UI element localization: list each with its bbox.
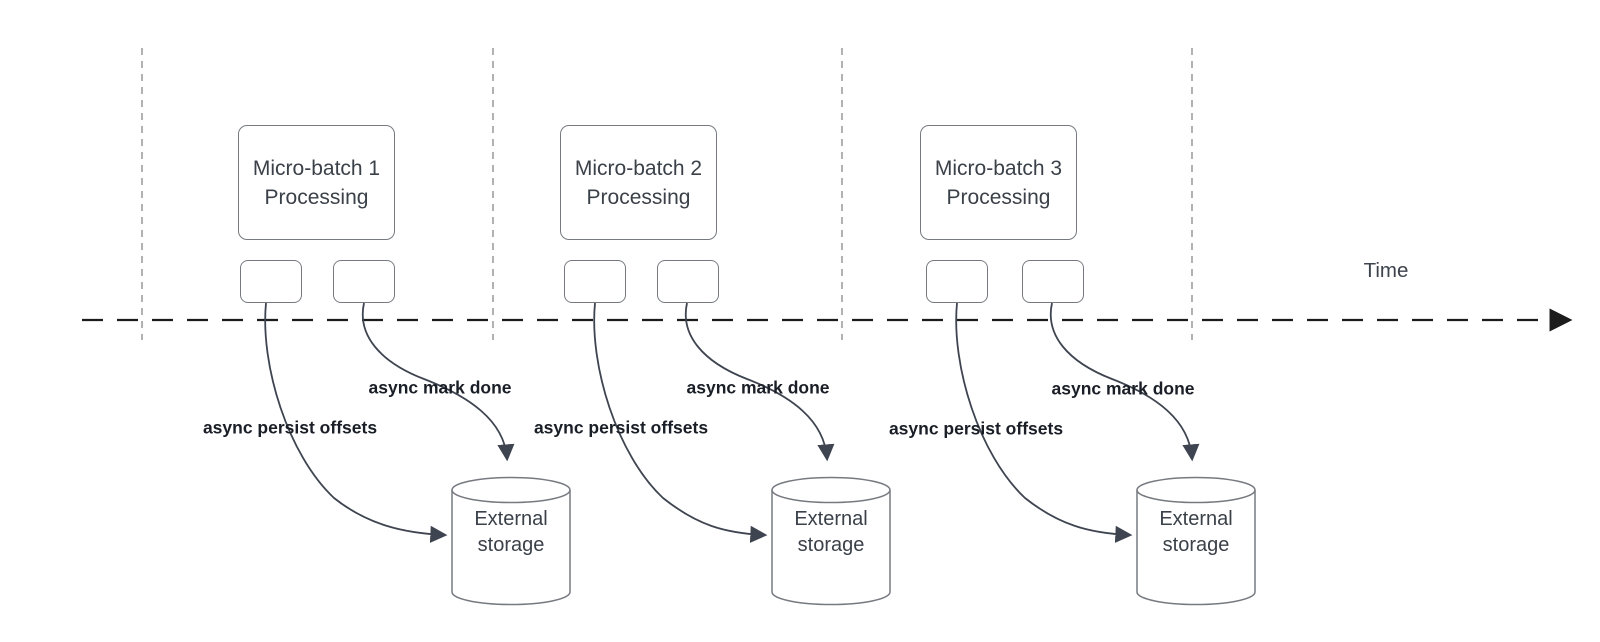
mark-done-arrow-2 xyxy=(684,302,835,462)
mark-done-label-1: async mark done xyxy=(368,377,512,398)
external-storage-cylinder-3 xyxy=(1136,476,1256,606)
micro-batch-2-task-box-2 xyxy=(657,260,719,303)
persist-offsets-arrow-1 xyxy=(264,302,448,543)
persist-offsets-arrow-2 xyxy=(593,302,768,543)
external-storage-cylinder-1 xyxy=(451,476,571,606)
mark-done-label-3: async mark done xyxy=(1051,378,1195,399)
external-storage-cylinder-2 xyxy=(771,476,891,606)
micro-batch-2-processing-box: Micro-batch 2 Processing xyxy=(560,125,717,240)
micro-batch-2-processing-label: Micro-batch 2 Processing xyxy=(574,156,703,209)
micro-batch-1-task-box-1 xyxy=(240,260,302,303)
micro-batch-3-processing-box: Micro-batch 3 Processing xyxy=(920,125,1077,240)
external-storage-label-3: External storage xyxy=(1159,508,1233,556)
micro-batch-1-processing-box: Micro-batch 1 Processing xyxy=(238,125,395,240)
micro-batch-2-task-box-1 xyxy=(564,260,626,303)
mark-done-label-2: async mark done xyxy=(686,377,830,398)
persist-offsets-label-1: async persist offsets xyxy=(202,417,378,438)
external-storage-label-1: External storage xyxy=(474,508,548,556)
mark-done-arrow-3 xyxy=(1049,302,1200,462)
micro-batch-1-processing-label: Micro-batch 1 Processing xyxy=(252,156,381,209)
time-axis-label: Time xyxy=(1363,259,1409,282)
micro-batch-3-task-box-2 xyxy=(1022,260,1084,303)
persist-offsets-label-3: async persist offsets xyxy=(888,418,1064,439)
mark-done-arrow-1 xyxy=(361,302,515,462)
persist-offsets-arrow-3 xyxy=(955,302,1133,543)
micro-batch-3-processing-label: Micro-batch 3 Processing xyxy=(934,156,1063,209)
micro-batch-3-task-box-1 xyxy=(926,260,988,303)
external-storage-label-2: External storage xyxy=(794,508,868,556)
micro-batch-1-task-box-2 xyxy=(333,260,395,303)
persist-offsets-label-2: async persist offsets xyxy=(533,417,709,438)
